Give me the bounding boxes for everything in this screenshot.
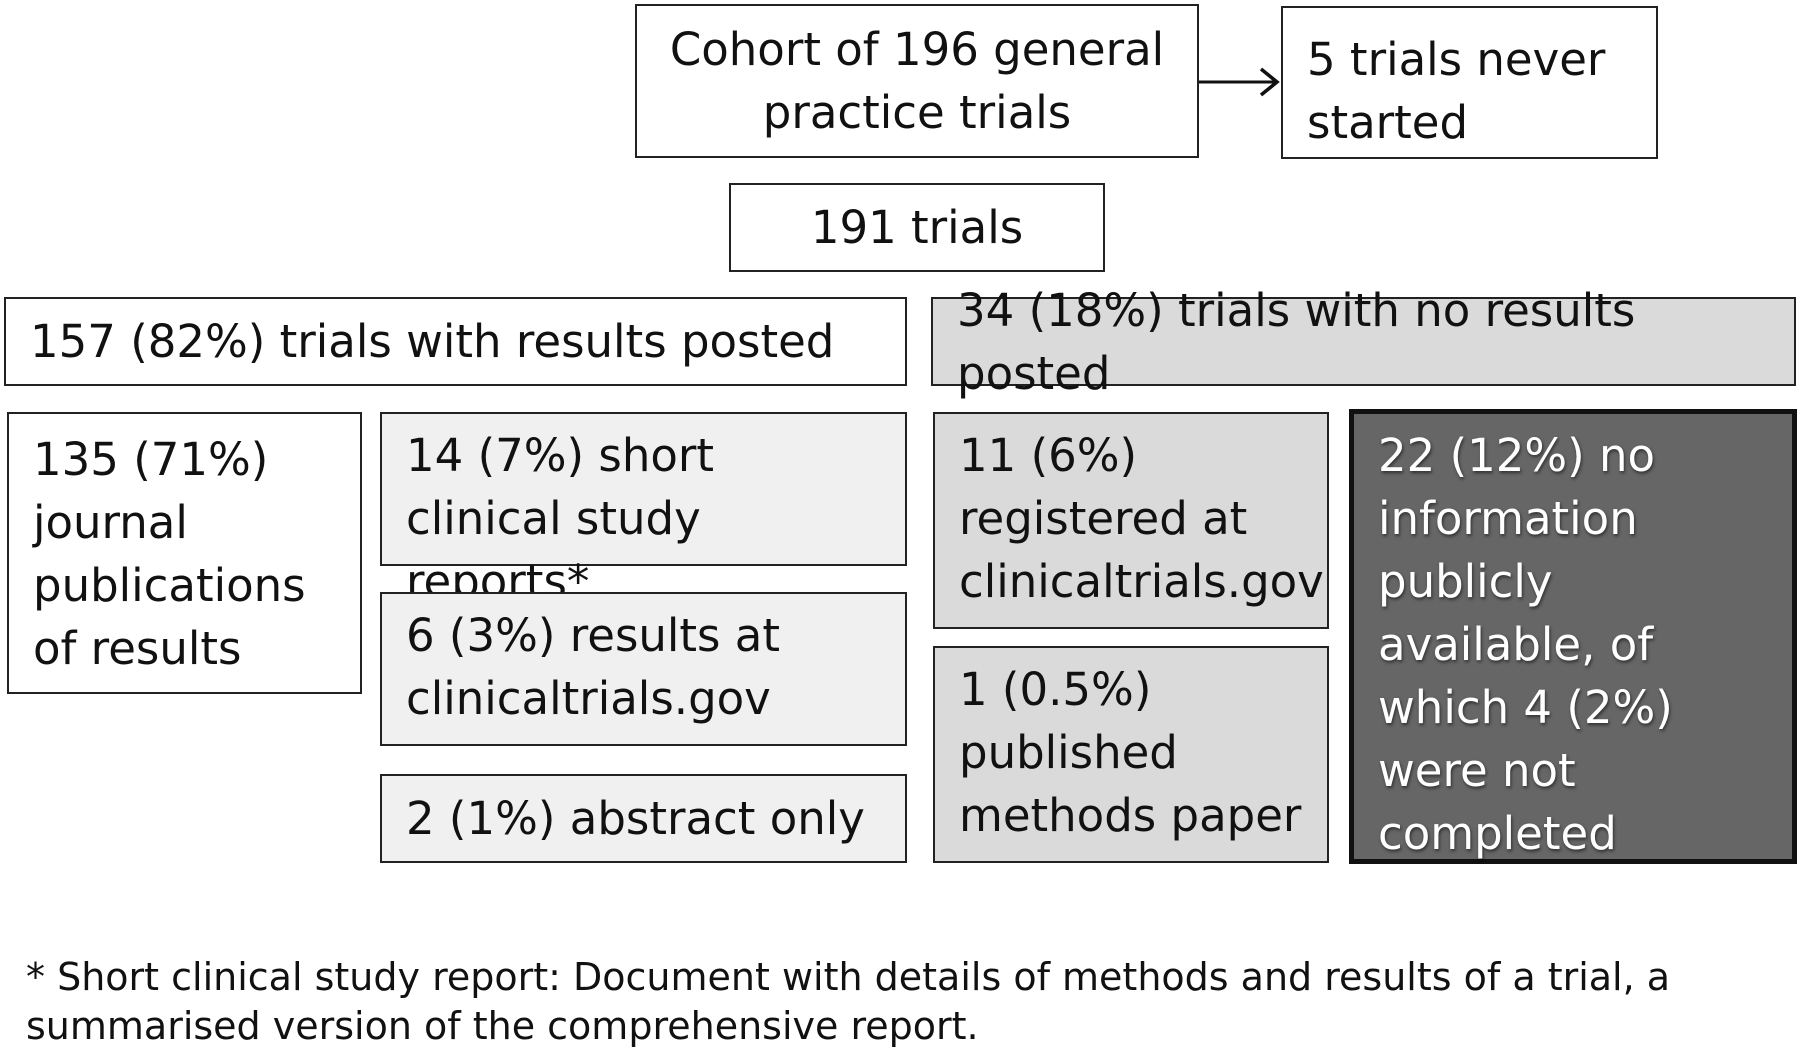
cohort-box: Cohort of 196 general practice trials — [635, 4, 1199, 158]
no-information-label: 22 (12%) no information publicly availab… — [1378, 429, 1673, 860]
journal-publications-box: 135 (71%) journal publications of result… — [7, 412, 362, 694]
trials-label: 191 trials — [810, 201, 1024, 254]
never-started-box: 5 trials never started — [1281, 6, 1658, 159]
clinicaltrials-results-label: 6 (3%) results at clinicaltrials.gov — [406, 609, 781, 725]
registered-box: 11 (6%) registered at clinicaltrials.gov — [933, 412, 1329, 629]
abstract-only-label: 2 (1%) abstract only — [406, 792, 865, 845]
no-results-label: 34 (18%) trials with no results posted — [957, 283, 1636, 400]
cohort-label: Cohort of 196 general practice trials — [669, 23, 1165, 139]
with-results-label: 157 (82%) trials with results posted — [30, 315, 835, 368]
arrow-right-icon — [1199, 67, 1280, 97]
footnote: * Short clinical study report: Document … — [26, 955, 1671, 1048]
never-started-label: 5 trials never started — [1307, 33, 1606, 149]
methods-paper-box: 1 (0.5%) published methods paper — [933, 646, 1329, 863]
with-results-box: 157 (82%) trials with results posted — [4, 297, 907, 386]
no-results-box: 34 (18%) trials with no results posted — [931, 284, 1796, 400]
short-reports-label: 14 (7%) short clinical study reports* — [406, 429, 715, 608]
no-information-box: 22 (12%) no information publicly availab… — [1349, 409, 1797, 864]
abstract-only-box: 2 (1%) abstract only — [380, 774, 907, 863]
clinicaltrials-results-box: 6 (3%) results at clinicaltrials.gov — [380, 592, 907, 746]
trials-box: 191 trials — [729, 183, 1105, 272]
short-reports-box: 14 (7%) short clinical study reports* — [380, 412, 907, 608]
journal-publications-label: 135 (71%) journal publications of result… — [33, 433, 306, 675]
registered-label: 11 (6%) registered at clinicaltrials.gov — [959, 429, 1324, 608]
methods-paper-label: 1 (0.5%) published methods paper — [959, 663, 1302, 842]
